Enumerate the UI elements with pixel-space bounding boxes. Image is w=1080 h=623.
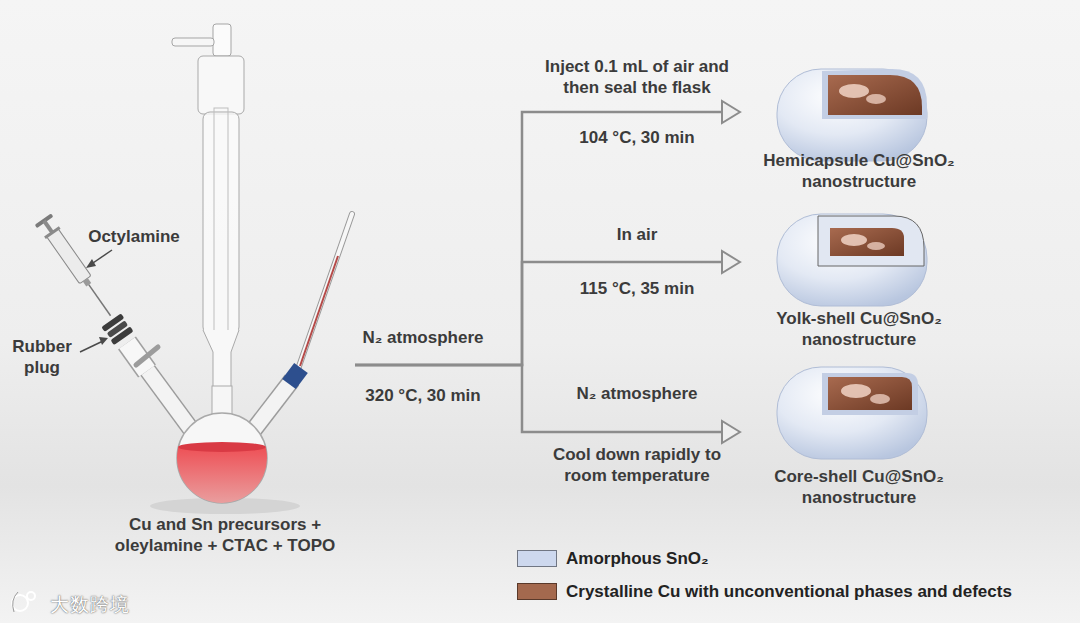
annotation-label: Rubber plug — [3, 336, 81, 378]
flask-caption-region: Cu and Sn precursors + oleylamine + CTAC… — [95, 30, 355, 560]
side-neck — [140, 360, 193, 432]
condenser-neck — [203, 330, 239, 390]
core-spot — [841, 384, 871, 398]
legend-item: Amorphous SnO₂ — [517, 548, 709, 569]
watermark-logo — [12, 592, 35, 612]
watermark: 大数跨境 — [35, 594, 145, 615]
sno2-shell — [777, 69, 927, 161]
flow-connector — [355, 251, 740, 365]
node-text: Yolk-shell Cu@SnO₂ nanostructure — [744, 308, 974, 350]
annotation-label: 104 °C, 30 min — [552, 127, 722, 148]
leader-arrowhead — [86, 259, 96, 268]
shell-cut — [818, 216, 924, 266]
arrowhead — [722, 101, 740, 123]
blue-cap — [289, 368, 301, 384]
legend-text: Amorphous SnO₂ — [566, 548, 709, 569]
connector-line — [355, 112, 722, 365]
stopcock-handle — [172, 38, 214, 46]
glass-joint — [198, 56, 244, 114]
thermometer-glass — [296, 214, 352, 375]
flask-illustration — [35, 24, 352, 514]
leader-line — [80, 341, 103, 352]
core-shell-particle — [777, 367, 927, 459]
annotation-label: 320 °C, 30 min — [343, 385, 503, 406]
cu-core — [828, 377, 912, 410]
rubber-plug — [101, 313, 133, 345]
thermometer-liquid — [300, 256, 338, 366]
arrowhead — [722, 421, 740, 443]
sno2-shell — [777, 367, 927, 459]
core-spot — [839, 84, 869, 98]
nanostructure-node: Yolk-shell Cu@SnO₂ nanostructure — [740, 205, 978, 354]
side-neck-glass — [252, 380, 292, 432]
connector-line — [355, 262, 722, 365]
annotation-label: Cool down rapidly to room temperature — [550, 444, 725, 486]
annotation-label: Octylamine — [79, 226, 189, 247]
side-neck-glass — [140, 360, 193, 432]
cu-core — [828, 75, 922, 115]
node-text: Core-shell Cu@SnO₂ nanostructure — [744, 466, 974, 508]
leader-arrowhead — [99, 337, 108, 345]
side-neck — [252, 380, 292, 432]
core-spot — [841, 234, 867, 246]
condenser-jacket — [203, 112, 239, 334]
flow-connector — [355, 101, 740, 365]
sno2-shell — [777, 214, 927, 306]
core-spot — [867, 242, 885, 250]
node-text: Cu and Sn precursors + oleylamine + CTAC… — [100, 514, 350, 556]
cu-core — [830, 228, 904, 256]
stopcock-body — [213, 24, 231, 56]
shell-cut — [822, 69, 927, 119]
legend-swatch — [517, 550, 557, 567]
node-text: Hemicapsule Cu@SnO₂ nanostructure — [744, 150, 974, 192]
legend-swatch — [517, 583, 557, 600]
hemicapsule-particle — [777, 69, 927, 161]
core-spot — [866, 94, 886, 104]
annotation-label: N₂ atmosphere — [552, 383, 722, 404]
annotation-label: In air — [552, 224, 722, 245]
arrowhead — [722, 251, 740, 273]
annotation-label: Inject 0.1 mL of air and then seal the f… — [537, 56, 737, 98]
legend-text: Crystalline Cu with unconventional phase… — [566, 581, 1012, 602]
yolk-shell-particle — [777, 214, 927, 306]
reaction-liquid — [170, 442, 280, 506]
nanostructure-node: Core-shell Cu@SnO₂ nanostructure — [740, 360, 978, 512]
stopcock-key — [136, 347, 158, 365]
annotation-label: 115 °C, 35 min — [552, 278, 722, 299]
shell-cut — [822, 373, 918, 415]
core-spot — [870, 394, 890, 404]
legend-item: Crystalline Cu with unconventional phase… — [517, 581, 1012, 602]
annotation-label: N₂ atmosphere — [343, 327, 503, 348]
nanostructure-node: Hemicapsule Cu@SnO₂ nanostructure — [740, 62, 978, 196]
condenser-tube — [214, 108, 228, 354]
thermometer — [296, 214, 352, 375]
